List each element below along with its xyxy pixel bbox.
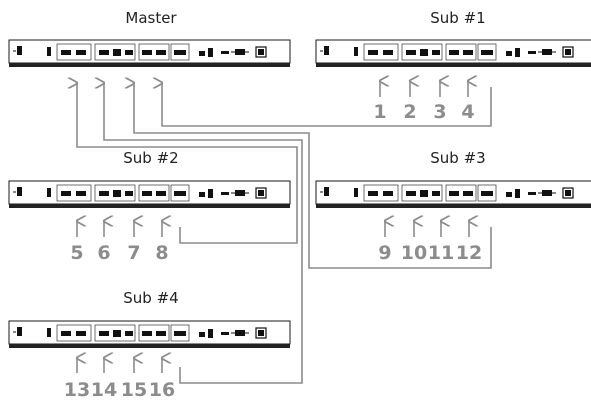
input-label-2: 2	[403, 101, 416, 123]
sub4-title: Sub #4	[123, 289, 178, 307]
input-label-10: 10	[401, 242, 427, 264]
input-label-12: 12	[456, 242, 482, 264]
input-label-3: 3	[433, 101, 446, 123]
input-label-9: 9	[378, 242, 391, 264]
input-label-14: 14	[91, 379, 117, 401]
sub2-title: Sub #2	[123, 149, 178, 167]
sub2-device	[8, 180, 291, 209]
sub3-title: Sub #3	[430, 149, 485, 167]
sub3-device	[315, 180, 591, 209]
input-label-6: 6	[97, 242, 110, 264]
input-label-15: 15	[121, 379, 147, 401]
sub1-title: Sub #1	[430, 9, 485, 27]
input-label-7: 7	[127, 242, 140, 264]
sub4-device	[8, 320, 291, 349]
input-label-1: 1	[373, 101, 386, 123]
input-label-8: 8	[155, 242, 168, 264]
input-label-13: 13	[64, 379, 90, 401]
input-label-11: 11	[428, 242, 454, 264]
master-device	[8, 39, 291, 68]
cascade-wires	[77, 83, 492, 384]
input-arrows	[77, 81, 469, 373]
input-label-4: 4	[461, 101, 474, 123]
master-title: Master	[125, 9, 177, 27]
input-label-5: 5	[70, 242, 83, 264]
input-label-16: 16	[149, 379, 175, 401]
sub1-device	[315, 39, 591, 68]
